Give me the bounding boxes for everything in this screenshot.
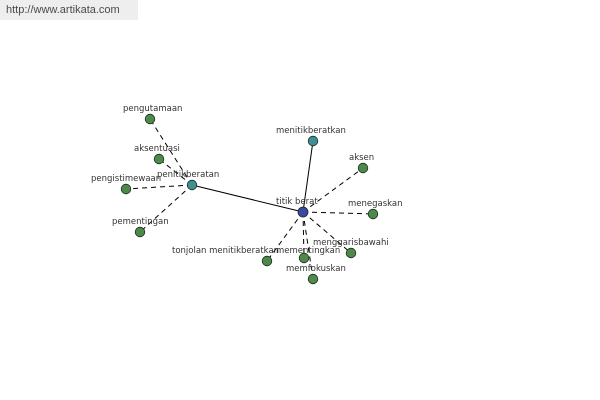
edge-titik-berat-mementingkan xyxy=(302,211,305,259)
node-circle[interactable] xyxy=(144,113,156,125)
node-pengistimewaan[interactable]: pengistimewaan xyxy=(91,174,161,195)
edge-penitikberatan-pementingan xyxy=(139,184,193,233)
node-label: pementingan xyxy=(112,217,169,227)
node-circle[interactable] xyxy=(298,252,310,264)
edge-titik-berat-aksen xyxy=(302,167,364,213)
node-menegaskan[interactable]: menegaskan xyxy=(348,199,403,220)
edge-titik-berat-tonjolan-menitikberatkan xyxy=(266,211,304,262)
node-label: menitikberatkan xyxy=(276,126,346,136)
node-label: aksentuasi xyxy=(134,144,180,154)
node-label: menggarisbawahi xyxy=(313,238,389,248)
node-label: aksen xyxy=(349,153,374,163)
edge-penitikberatan-pengutamaan xyxy=(149,118,193,186)
node-label: penitikberatan xyxy=(157,170,219,180)
node-aksen[interactable]: aksen xyxy=(349,153,374,174)
node-penitikberatan[interactable]: penitikberatan xyxy=(157,170,219,191)
node-circle[interactable] xyxy=(345,247,357,259)
node-circle[interactable] xyxy=(153,153,165,165)
edges-layer xyxy=(125,118,374,280)
node-titik-berat[interactable]: titik berat xyxy=(276,197,318,218)
node-circle[interactable] xyxy=(186,179,198,191)
node-label: mementingkan xyxy=(276,246,340,256)
node-pengutamaan[interactable]: pengutamaan xyxy=(123,104,182,125)
edge-titik-berat-menegaskan xyxy=(302,211,374,215)
edge-titik-berat-penitikberatan xyxy=(191,184,304,213)
node-pementingan[interactable]: pementingan xyxy=(112,217,169,238)
node-circle[interactable] xyxy=(307,273,319,285)
node-menitikberatkan[interactable]: menitikberatkan xyxy=(276,126,346,147)
node-tonjolan-menitikberatkan[interactable]: tonjolan menitikberatkan xyxy=(172,246,279,267)
edge-titik-berat-menggarisbawahi xyxy=(302,211,352,254)
source-url[interactable]: http://www.artikata.com xyxy=(0,0,138,20)
node-circle[interactable] xyxy=(120,183,132,195)
node-mementingkan[interactable]: mementingkan xyxy=(276,246,340,264)
edge-titik-berat-menitikberatkan xyxy=(302,140,314,213)
node-label: titik berat xyxy=(276,197,318,207)
edge-titik-berat-memfokuskan xyxy=(302,211,314,280)
node-circle[interactable] xyxy=(357,162,369,174)
node-label: menegaskan xyxy=(348,199,403,209)
node-menggarisbawahi[interactable]: menggarisbawahi xyxy=(313,238,389,259)
node-circle[interactable] xyxy=(307,135,319,147)
edge-penitikberatan-aksentuasi xyxy=(158,158,193,186)
node-label: memfokuskan xyxy=(286,264,346,274)
node-label: pengutamaan xyxy=(123,104,182,114)
nodes-layer: titik berat penitikberatan menitikberatkan… xyxy=(91,104,403,285)
edge-penitikberatan-pengistimewaan xyxy=(125,184,193,190)
node-circle[interactable] xyxy=(134,226,146,238)
node-circle[interactable] xyxy=(261,255,273,267)
node-label: pengistimewaan xyxy=(91,174,161,184)
node-circle[interactable] xyxy=(367,208,379,220)
node-aksentuasi[interactable]: aksentuasi xyxy=(134,144,180,165)
node-circle[interactable] xyxy=(297,206,309,218)
node-label: tonjolan menitikberatkan xyxy=(172,246,279,256)
node-memfokuskan[interactable]: memfokuskan xyxy=(286,264,346,285)
